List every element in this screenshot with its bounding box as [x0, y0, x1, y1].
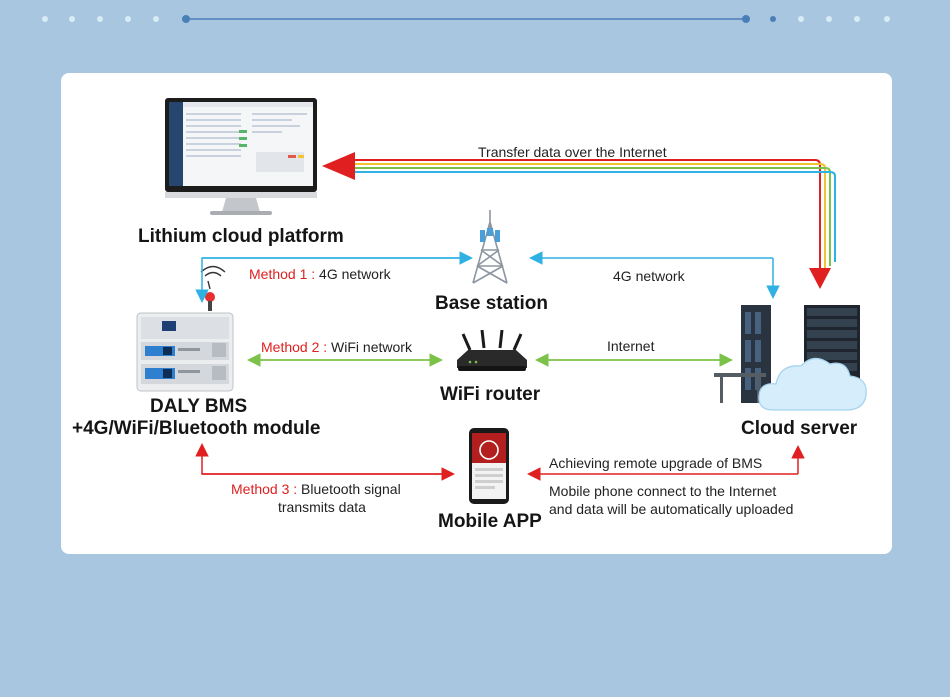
remote-upgrade-label: Achieving remote upgrade of BMS — [549, 455, 763, 471]
top-decoration — [42, 15, 890, 23]
method1-label: Method 1 : 4G network — [249, 266, 391, 282]
phone-upload-line2: and data will be automatically uploaded — [549, 501, 794, 517]
base-station-icon — [472, 210, 508, 284]
method2-prefix: Method 2 : — [261, 339, 328, 355]
mobile-phone-icon — [469, 428, 509, 504]
internet-transfer-label: Transfer data over the Internet — [478, 144, 667, 160]
method3-text-line1: Bluetooth signal — [301, 481, 401, 497]
method1-text: 4G network — [319, 266, 391, 282]
wifi-router-label: WiFi router — [440, 384, 541, 405]
router-internet-label: Internet — [607, 338, 655, 354]
battery-bms-icon — [136, 265, 234, 392]
bms-label-line2: +4G/WiFi/Bluetooth module — [72, 418, 321, 439]
method3-label: Method 3 : Bluetooth signal — [231, 481, 401, 497]
cloud-icon — [758, 357, 867, 411]
monitor-icon — [165, 98, 317, 215]
cloud-platform-label: Lithium cloud platform — [138, 226, 344, 247]
mobile-app-label: Mobile APP — [438, 511, 542, 532]
cloud-server-label: Cloud server — [741, 418, 858, 439]
method3-prefix: Method 3 : — [231, 481, 298, 497]
server-4g-label: 4G network — [613, 268, 685, 284]
phone-upload-line1: Mobile phone connect to the Internet — [549, 483, 777, 499]
method1-prefix: Method 1 : — [249, 266, 316, 282]
method2-text: WiFi network — [331, 339, 412, 355]
router-icon — [457, 329, 527, 371]
method3-text-line2: transmits data — [278, 499, 366, 515]
method2-label: Method 2 : WiFi network — [261, 339, 412, 355]
bms-label-line1: DALY BMS — [150, 396, 248, 417]
base-station-label: Base station — [435, 293, 548, 314]
